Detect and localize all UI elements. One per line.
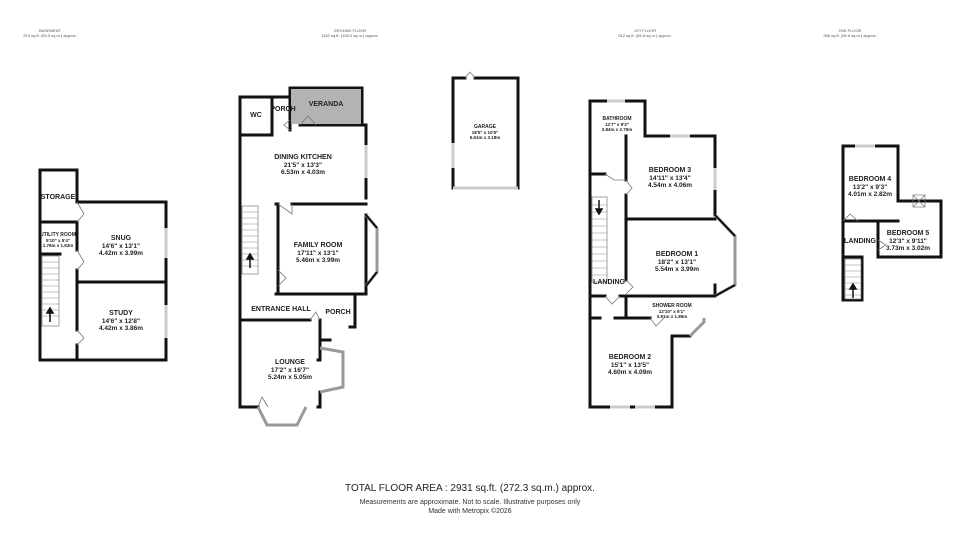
credit: Made with Metropix ©2026 <box>428 508 512 515</box>
family-door-2 <box>277 269 287 287</box>
room-label-porch-rear: PORCH <box>270 106 296 113</box>
bedroom1-bay-window <box>713 213 737 298</box>
room-label-snug: SNUG 14'6" x 13'1" 4.42m x 3.99m <box>98 235 144 257</box>
lounge-bay-window <box>319 346 345 394</box>
room-label-study: STUDY 14'6" x 12'8" 4.42m x 3.86m <box>98 310 144 332</box>
floorplan-footer: TOTAL FLOOR AREA : 2931 sq.ft. (272.3 sq… <box>340 483 600 516</box>
floor-name: GROUND FLOOR <box>333 28 367 33</box>
basement-plan <box>38 168 168 362</box>
room-label-lounge: LOUNGE 17'2" x 16'7" 5.24m x 5.05m <box>267 359 313 381</box>
bedroom4-door <box>842 213 859 222</box>
room-label-utility: UTILITY ROOM 5'10" x 5'4" 1.78m x 1.63m <box>40 232 76 248</box>
basement-stairs <box>41 255 60 327</box>
shower-bay-window <box>688 318 706 338</box>
floor-name: 2ND FLOOR <box>838 28 862 33</box>
floor-header-basement: BASEMENT 570 sq.ft. (53.0 sq.m.) approx. <box>10 28 90 38</box>
room-label-dining-kitchen: DINING KITCHEN 21'5" x 13'3" 6.53m x 4.0… <box>274 154 332 176</box>
ground-stairs <box>241 205 259 275</box>
landing-door <box>604 295 621 305</box>
room-label-entrance-hall: ENTRANCE HALL <box>251 306 311 313</box>
room-label-bedroom5: BEDROOM 5 12'3" x 9'11" 3.73m x 3.02m <box>885 230 931 252</box>
room-label-bedroom1: BEDROOM 1 18'2" x 13'1" 5.54m x 3.99m <box>654 251 700 273</box>
lounge-front-bay-window <box>256 406 308 427</box>
study-door <box>76 329 85 346</box>
room-label-bedroom2: BEDROOM 2 15'1" x 13'5" 4.60m x 4.09m <box>607 354 653 376</box>
floor-header-second: 2ND FLOOR 286 sq.ft. (26.6 sq.m.) approx… <box>810 28 890 38</box>
total-floor-area: TOTAL FLOOR AREA : 2931 sq.ft. (272.3 sq… <box>345 483 595 494</box>
floor-name: BASEMENT <box>38 28 61 33</box>
skylight-icon <box>912 194 926 208</box>
room-label-bathroom: BATHROOM 12'7" x 9'2" 3.84m x 2.79m <box>601 116 633 132</box>
garage-door <box>464 71 476 79</box>
disclaimer: Measurements are approximate. Not to sca… <box>359 499 581 506</box>
room-label-family-room: FAMILY ROOM 17'11" x 13'1" 5.46m x 3.99m <box>293 242 343 264</box>
family-door <box>277 203 293 215</box>
bedroom3-door <box>625 179 633 196</box>
second-floor-plan <box>841 144 943 302</box>
room-label-landing1: LANDING <box>593 279 625 286</box>
room-label-landing2: LANDING <box>844 238 876 245</box>
room-label-wc: WC <box>250 112 262 119</box>
bedroom5-door <box>877 239 887 251</box>
floor-name: 1ST FLOOR <box>633 28 657 33</box>
veranda-doors <box>299 115 317 126</box>
storage-door <box>76 201 85 223</box>
room-label-garage: GARAGE 18'5" x 10'5" 5.61m x 3.18m <box>469 124 501 140</box>
room-label-bedroom3: BEDROOM 3 14'11" x 13'4" 4.54m x 4.06m <box>647 167 693 189</box>
room-label-veranda: VERANDA <box>308 101 344 108</box>
room-label-bedroom4: BEDROOM 4 13'2" x 9'3" 4.01m x 2.82m <box>847 176 893 198</box>
floor-area: 912 sq.ft. (84.8 sq.m.) approx. <box>618 33 672 38</box>
room-label-shower-room: SHOWER ROOM 12'10" x 6'1" 3.91m x 1.85m <box>652 303 692 319</box>
floor-area: 570 sq.ft. (53.0 sq.m.) approx. <box>23 33 77 38</box>
first-floor-plan <box>588 99 717 409</box>
hall-door <box>309 311 321 321</box>
floor-area: 286 sq.ft. (26.6 sq.m.) approx. <box>823 33 877 38</box>
floor-area: 1162 sq.ft. (108.0 sq.m.) approx. <box>321 33 379 38</box>
room-label-porch-front: PORCH <box>325 309 351 316</box>
floor-header-first: 1ST FLOOR 912 sq.ft. (84.8 sq.m.) approx… <box>610 28 680 38</box>
room-label-storage: STORAGE <box>40 194 76 201</box>
utility-door <box>76 249 85 271</box>
porch-door <box>283 119 291 131</box>
floor-header-ground: GROUND FLOOR 1162 sq.ft. (108.0 sq.m.) a… <box>305 28 395 38</box>
lounge-door <box>257 396 269 408</box>
shower-door <box>649 317 665 327</box>
bedroom1-door <box>625 279 634 295</box>
veranda-fill <box>291 89 361 124</box>
bathroom-door <box>604 173 626 181</box>
